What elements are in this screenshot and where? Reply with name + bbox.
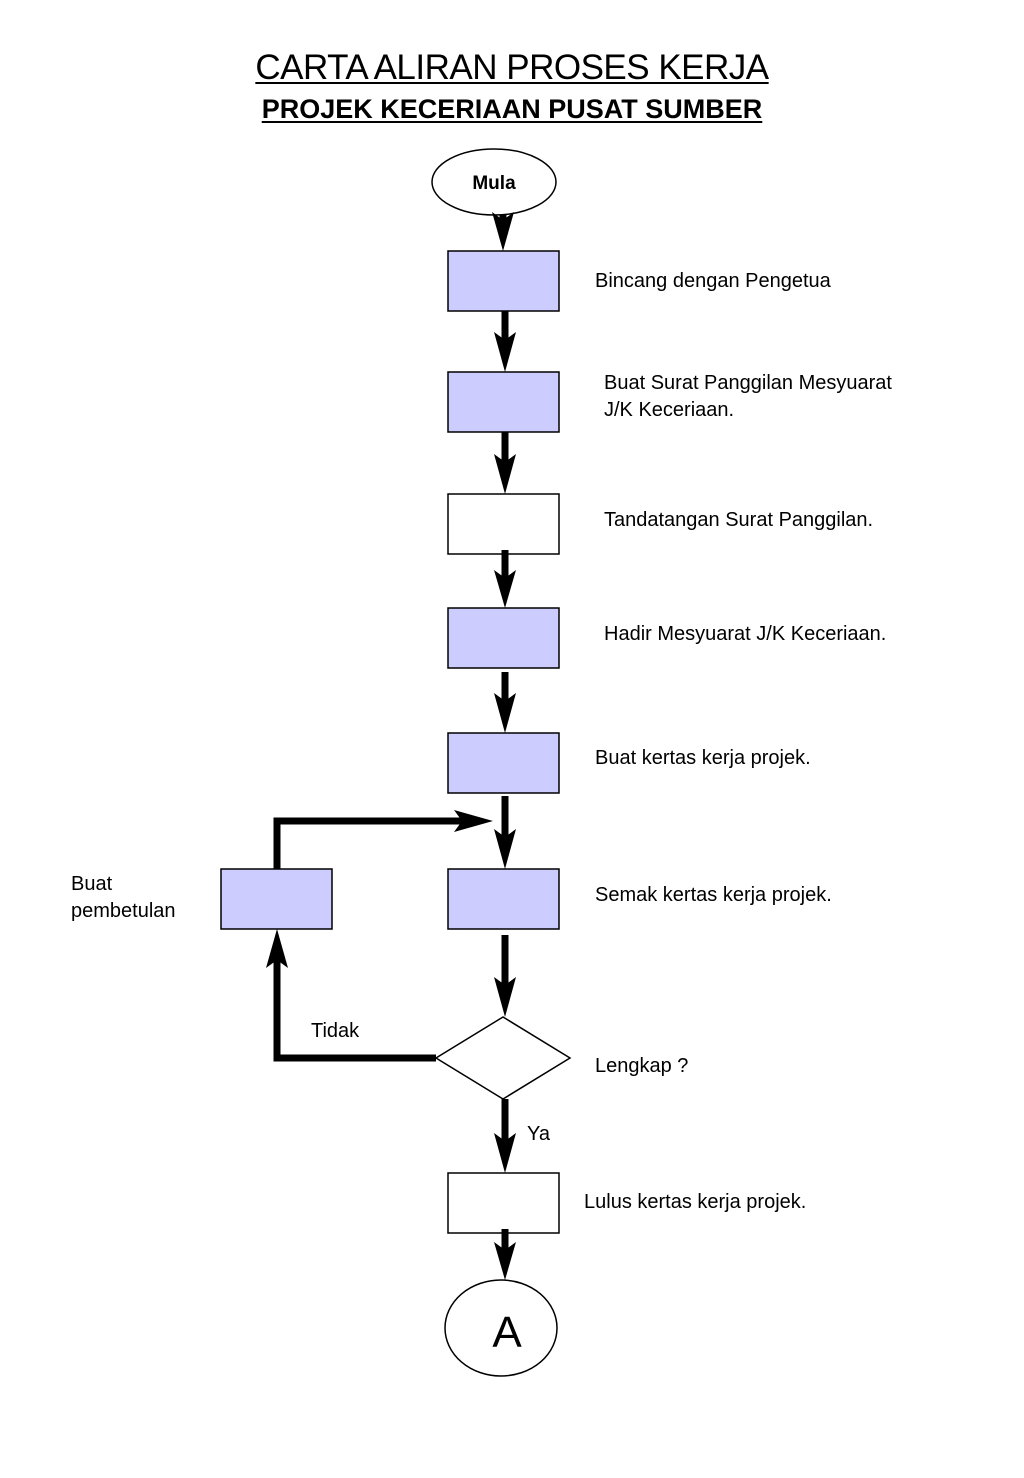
step-label-5: Buat kertas kerja projek. <box>595 747 811 769</box>
flow-arrowhead <box>494 570 516 608</box>
flow-line-tidak <box>273 948 436 1062</box>
step-label-6: Semak kertas kerja projek. <box>595 884 832 906</box>
correction-label-line2: pembetulan <box>71 900 176 922</box>
off-page-connector-label: A <box>492 1308 522 1357</box>
flow-arrowhead <box>494 1133 516 1173</box>
process-box-6 <box>447 868 560 930</box>
flow-arrowhead <box>494 454 516 494</box>
step-label-2-line2: J/K Keceriaan. <box>604 399 735 421</box>
flow-arrowhead <box>492 212 514 251</box>
correction-box <box>220 868 333 930</box>
flow-arrowhead <box>266 929 288 968</box>
flow-arrowhead <box>494 693 516 733</box>
flow-arrowhead <box>494 1242 516 1280</box>
decision-yes-label: Ya <box>527 1123 550 1145</box>
decision-label: Lengkap ? <box>595 1055 689 1077</box>
process-box-final <box>447 1172 560 1234</box>
decision-diamond <box>434 1016 572 1100</box>
process-box-1 <box>447 250 560 312</box>
flow-arrowhead <box>494 829 516 869</box>
process-box-4 <box>447 607 560 669</box>
correction-label: Buat <box>71 873 113 895</box>
decision-no-label: Tidak <box>311 1020 360 1042</box>
flow-line-return <box>273 817 470 869</box>
page-title: CARTA ALIRAN PROSES KERJA <box>255 48 769 87</box>
process-box-2 <box>447 371 560 433</box>
flow-arrowhead <box>454 810 493 832</box>
step-label-2: Buat Surat Panggilan Mesyuarat <box>604 372 892 394</box>
flow-arrowhead <box>494 977 516 1017</box>
process-box-3 <box>447 493 560 555</box>
step-label-3: Tandatangan Surat Panggilan. <box>604 509 874 531</box>
off-page-connector <box>444 1279 558 1377</box>
final-step-label: Lulus kertas kerja projek. <box>584 1191 807 1213</box>
step-label-1: Bincang dengan Pengetua <box>595 270 831 292</box>
step-label-4: Hadir Mesyuarat J/K Keceriaan. <box>604 623 887 645</box>
page-subtitle: PROJEK KECERIAAN PUSAT SUMBER <box>261 94 763 124</box>
start-terminal-label: Mula <box>472 173 516 194</box>
process-box-5 <box>447 732 560 794</box>
flow-arrowhead <box>494 332 516 372</box>
